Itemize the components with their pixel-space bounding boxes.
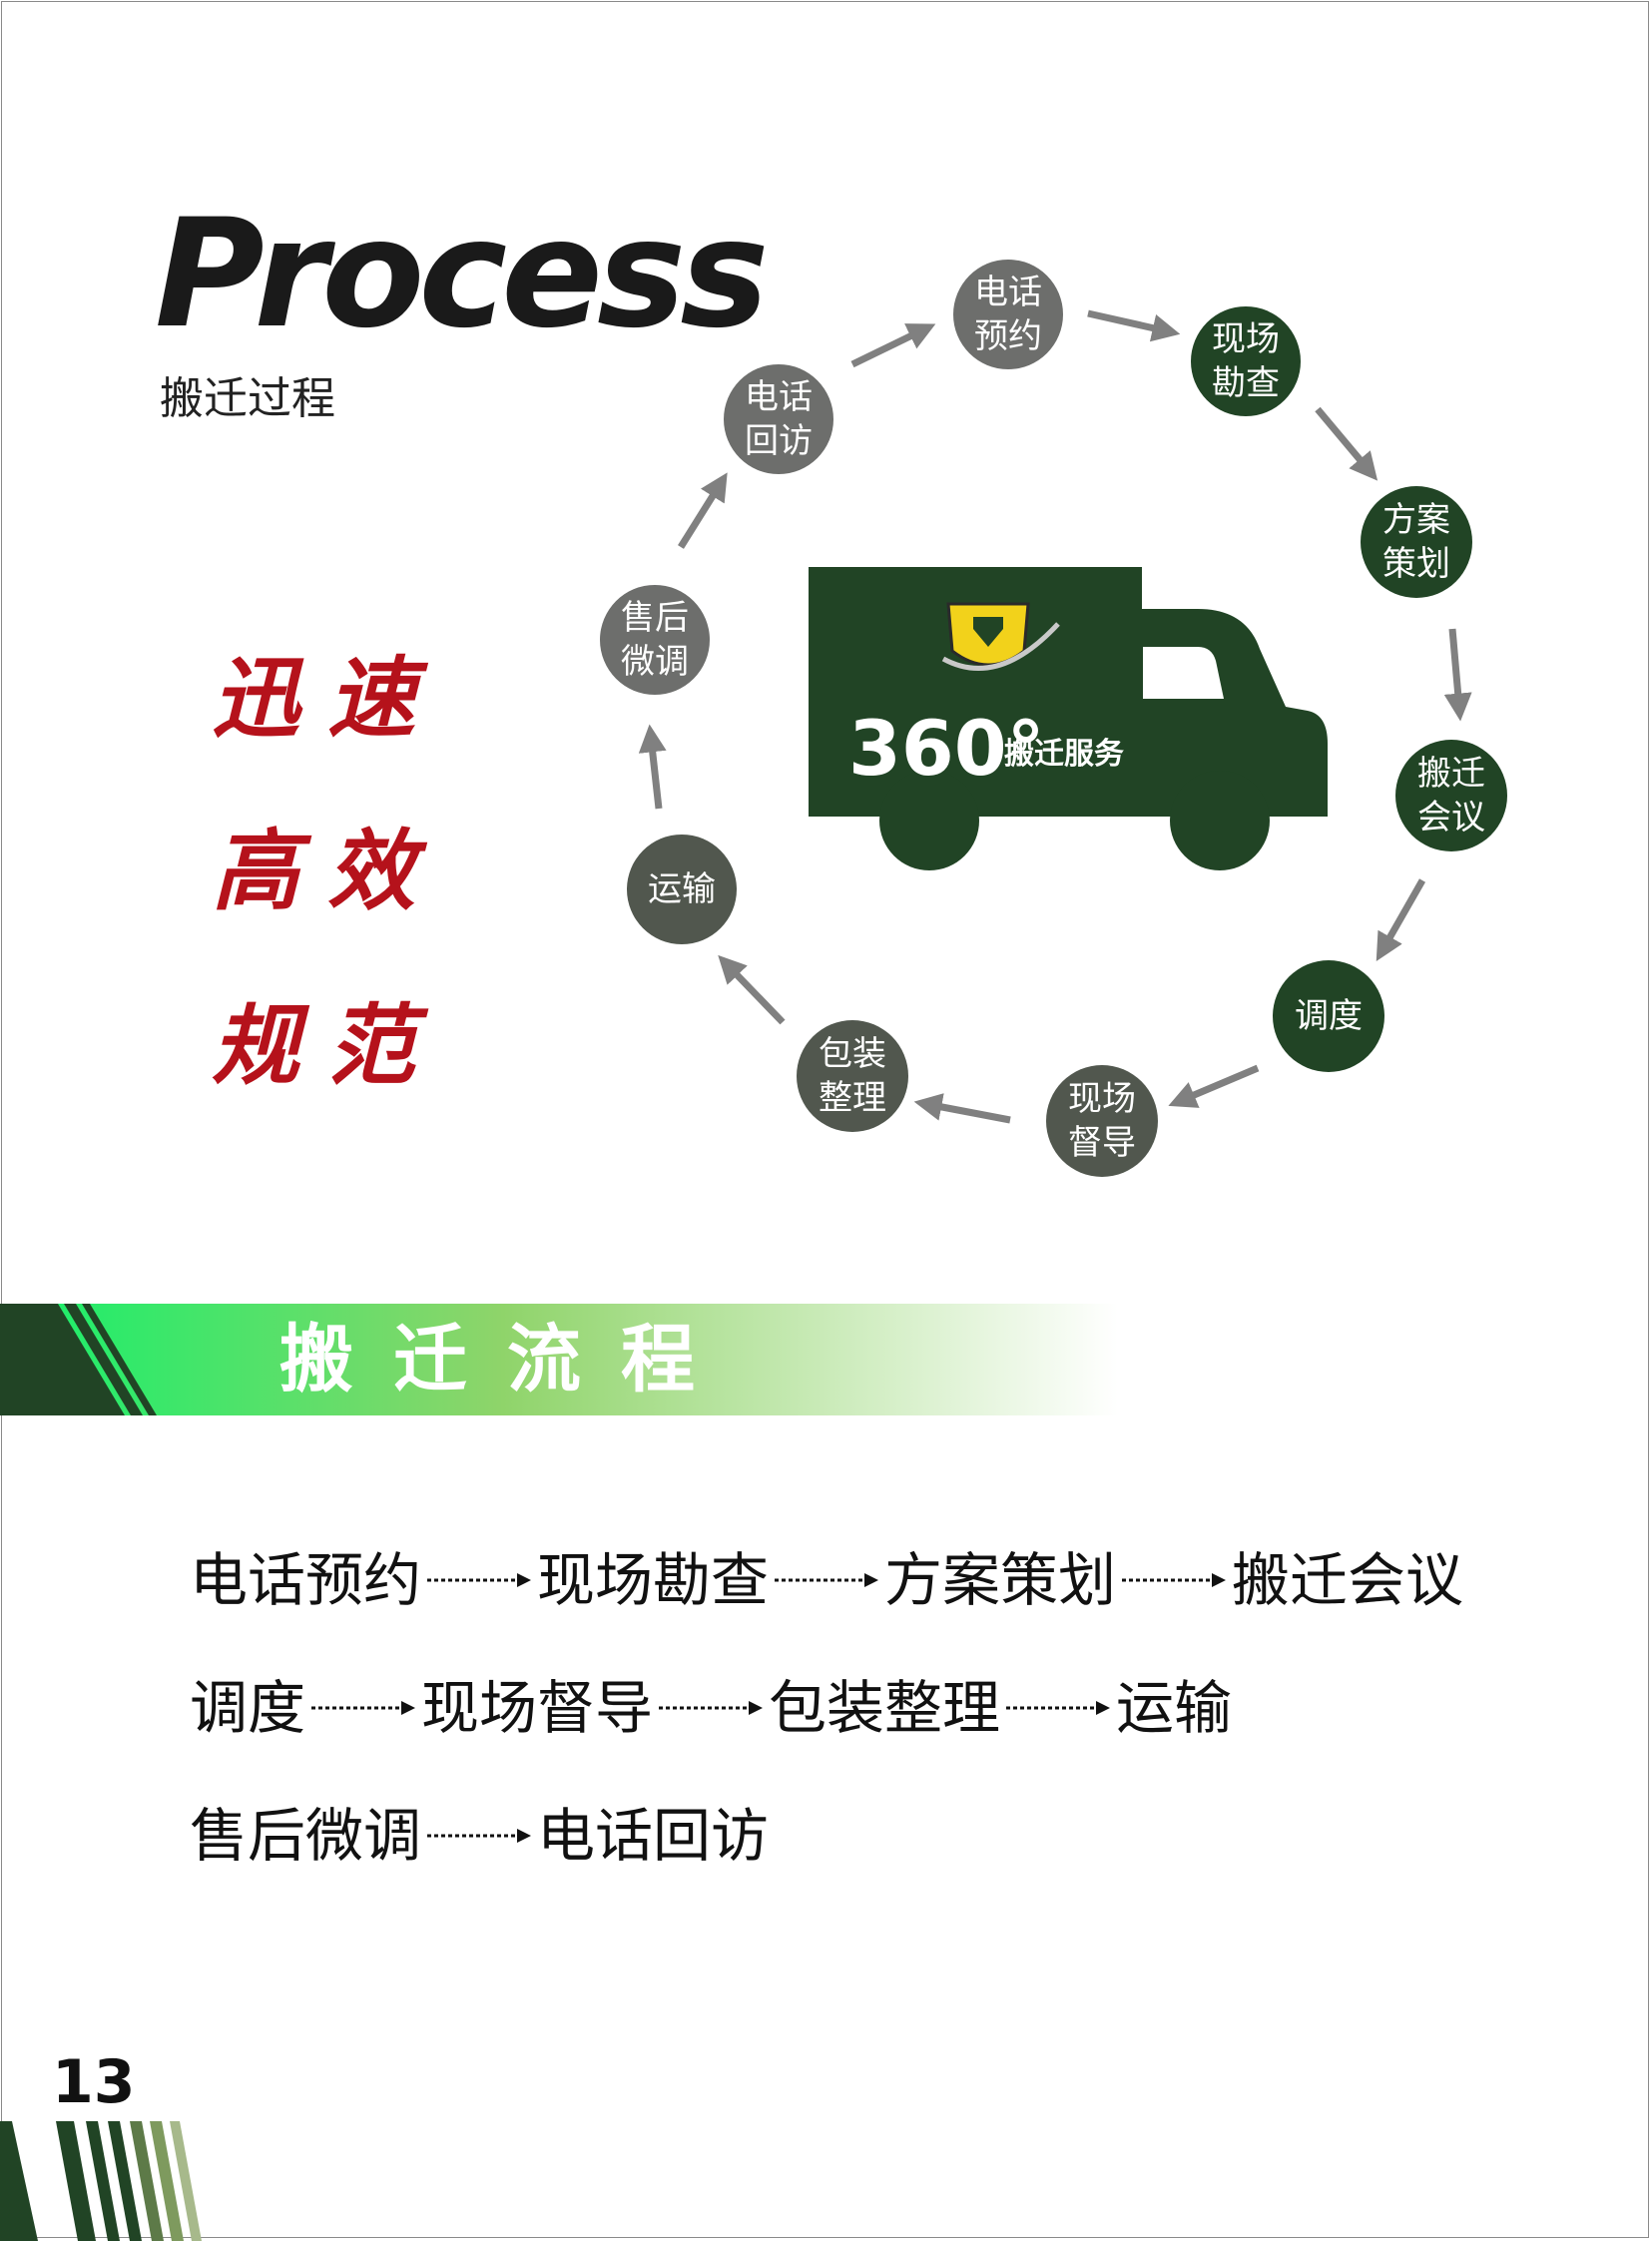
flow-row-3: 售后微调 电话回访 (190, 1801, 769, 1871)
node-label-line2: 预约 (974, 316, 1042, 356)
arrow-8 (718, 954, 786, 1025)
node-label-line2: 微调 (621, 642, 689, 682)
node-label-line1: 搬迁 (1417, 754, 1485, 794)
cycle-node-planning: 方案策划 (1361, 486, 1472, 598)
arrow-5 (1376, 878, 1426, 961)
node-label-line1: 方案 (1382, 500, 1450, 540)
flow-step: 电话预约 (190, 1546, 422, 1614)
arrow-10 (678, 472, 728, 549)
node-label-line1: 运输 (648, 869, 716, 909)
node-label-line1: 电话 (974, 273, 1042, 312)
page-number: 13 (52, 2047, 136, 2117)
company-logo-icon (941, 602, 1060, 671)
flow-row-2: 调度 现场督导 包装整理 运输 (190, 1673, 1232, 1743)
node-label-line1: 电话 (745, 377, 813, 417)
node-label-line2: 回访 (745, 421, 813, 461)
cycle-node-phone-followup: 电话回访 (724, 364, 833, 474)
arrow-9 (638, 724, 667, 810)
cycle-node-packing: 包装整理 (797, 1020, 908, 1132)
node-label-line1: 售后 (621, 598, 689, 638)
arrow-1 (850, 323, 936, 368)
slogan-standard: 规范 (212, 993, 444, 1097)
arrow-7 (913, 1093, 1011, 1124)
node-label-line2: 整理 (819, 1078, 886, 1118)
cycle-node-site-survey: 现场勘查 (1191, 306, 1301, 416)
truck-service-label: 搬迁服务 (1004, 737, 1124, 772)
corner-stripes (0, 2121, 202, 2241)
node-label-line1: 调度 (1295, 996, 1363, 1036)
banner-title: 搬迁流程 (279, 1317, 735, 1402)
dotted-arrow-icon (659, 1701, 764, 1715)
cycle-node-dispatch: 调度 (1273, 960, 1384, 1072)
flow-step: 现场督导 (421, 1674, 654, 1742)
flow-step: 调度 (190, 1674, 306, 1742)
arrow-3 (1315, 406, 1378, 481)
dotted-arrow-icon (311, 1701, 416, 1715)
node-label-line2: 会议 (1417, 798, 1485, 838)
slogan-speed: 迅速 (212, 646, 444, 750)
flow-row-1: 电话预约 现场勘查 方案策划 搬迁会议 (190, 1545, 1463, 1615)
dotted-arrow-icon (1006, 1701, 1111, 1715)
flow-step: 运输 (1116, 1674, 1233, 1742)
section-banner (0, 1304, 1118, 1415)
cycle-node-site-supervision: 现场督导 (1046, 1065, 1158, 1177)
node-label-line1: 包装 (819, 1034, 886, 1074)
dotted-arrow-icon (427, 1573, 532, 1587)
arrow-2 (1087, 309, 1181, 342)
flow-step: 电话回访 (537, 1802, 770, 1870)
dotted-arrow-icon (775, 1573, 879, 1587)
cycle-node-moving-meeting: 搬迁会议 (1395, 740, 1507, 851)
node-label-line1: 现场 (1068, 1079, 1136, 1119)
flow-step: 售后微调 (190, 1802, 422, 1870)
cycle-node-transport: 运输 (627, 835, 737, 944)
page-subtitle: 搬迁过程 (160, 373, 335, 424)
node-label-line2: 督导 (1068, 1123, 1136, 1163)
truck-360-label: 360° (848, 704, 1045, 793)
flow-step: 搬迁会议 (1232, 1546, 1464, 1614)
page-title: Process (155, 188, 770, 361)
cycle-node-phone-booking: 电话预约 (953, 260, 1063, 369)
node-label-line2: 勘查 (1212, 363, 1280, 403)
arrow-4 (1443, 628, 1472, 722)
flow-step: 包装整理 (769, 1674, 1001, 1742)
node-label-line1: 现场 (1212, 319, 1280, 359)
slogan-efficiency: 高效 (212, 819, 444, 922)
dotted-arrow-icon (1122, 1573, 1227, 1587)
dotted-arrow-icon (427, 1829, 532, 1843)
cycle-node-after-sales: 售后微调 (600, 585, 710, 695)
flow-step: 方案策划 (884, 1546, 1117, 1614)
process-cycle-diagram (638, 309, 1472, 1124)
node-label-line2: 策划 (1382, 544, 1450, 584)
arrow-6 (1168, 1064, 1260, 1108)
flow-step: 现场勘查 (537, 1546, 770, 1614)
